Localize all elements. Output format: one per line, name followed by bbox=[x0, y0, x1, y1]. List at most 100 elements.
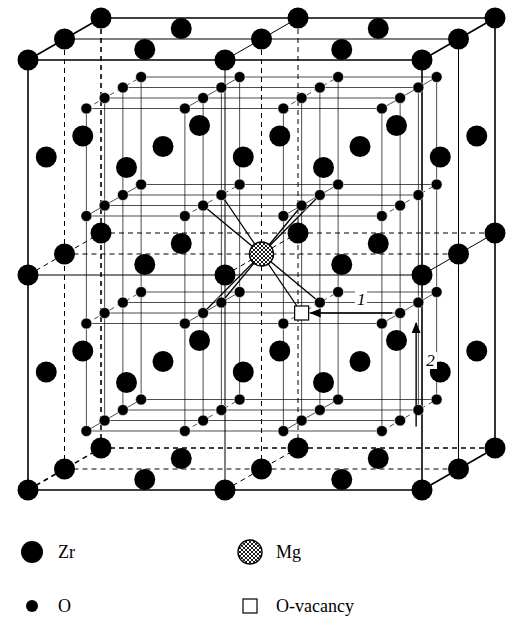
zr-atom bbox=[72, 341, 93, 362]
o-atom bbox=[117, 297, 128, 308]
zr-atom bbox=[116, 157, 137, 178]
oxygen-cube-line bbox=[221, 88, 222, 411]
zr-atom bbox=[448, 244, 469, 265]
zr-atom bbox=[91, 223, 112, 244]
cube-edge bbox=[28, 448, 101, 490]
oxygen-cube-line bbox=[239, 77, 240, 400]
o-atom bbox=[198, 200, 209, 211]
callout-number: 2 bbox=[424, 352, 437, 369]
o-vacancy bbox=[295, 306, 309, 320]
o-atom bbox=[99, 93, 110, 104]
o-atom bbox=[81, 426, 92, 437]
oxygen-cube-line bbox=[105, 205, 401, 206]
cube-edge bbox=[28, 18, 101, 60]
o-atom bbox=[117, 190, 128, 201]
o-atom bbox=[431, 179, 442, 190]
zr-atom bbox=[485, 438, 506, 459]
zr-atom bbox=[485, 223, 506, 244]
oxygen-cube-line bbox=[185, 185, 240, 217]
oxygen-cube-line bbox=[203, 98, 204, 421]
zr-atom bbox=[466, 126, 487, 147]
jump-arrow bbox=[311, 312, 393, 313]
oxygen-cube-line bbox=[141, 77, 437, 78]
zr-atom bbox=[215, 50, 236, 71]
oxygen-cube-line bbox=[381, 109, 382, 432]
o-atom bbox=[136, 179, 147, 190]
zr-atom bbox=[189, 115, 210, 136]
o-atom bbox=[198, 415, 209, 426]
zr-atom bbox=[485, 8, 506, 29]
oxygen-cube-line bbox=[382, 292, 437, 324]
oxygen-cube-line bbox=[283, 400, 338, 432]
oxygen-cube-line bbox=[122, 88, 123, 411]
o-atom bbox=[314, 190, 325, 201]
o-atom bbox=[179, 318, 190, 329]
cube-edge bbox=[422, 18, 495, 60]
oxygen-cube-line bbox=[283, 292, 338, 324]
o-atom bbox=[198, 93, 209, 104]
zr-atom bbox=[134, 254, 155, 275]
zr-atom bbox=[153, 136, 174, 157]
zr-atom bbox=[36, 362, 57, 383]
o-atom bbox=[216, 297, 227, 308]
o-atom bbox=[81, 318, 92, 329]
o-atom bbox=[117, 82, 128, 93]
o-atom bbox=[278, 318, 289, 329]
oxygen-cube-line bbox=[184, 109, 185, 432]
zr-atom bbox=[331, 39, 352, 60]
o-atom bbox=[234, 179, 245, 190]
o-atom bbox=[179, 426, 190, 437]
oxygen-cube-line bbox=[382, 185, 437, 217]
zr-atom bbox=[18, 50, 39, 71]
zr-atom bbox=[134, 39, 155, 60]
oxygen-cube-line bbox=[86, 431, 382, 432]
o-atom bbox=[234, 287, 245, 298]
oxygen-cube-line bbox=[105, 98, 401, 99]
zr-atom bbox=[269, 341, 290, 362]
zr-atom bbox=[313, 157, 334, 178]
o-atom bbox=[136, 72, 147, 83]
zr-atom bbox=[368, 448, 389, 469]
zr-atom bbox=[466, 341, 487, 362]
o-atom bbox=[99, 200, 110, 211]
oxygen-cube-line bbox=[86, 109, 87, 432]
legend-vacancy-symbol bbox=[243, 599, 257, 613]
oxygen-cube-line bbox=[86, 77, 141, 109]
oxygen-cube-line bbox=[86, 185, 141, 217]
zr-atom bbox=[215, 480, 236, 501]
o-atom bbox=[136, 394, 147, 405]
oxygen-cube-line bbox=[86, 216, 382, 217]
o-atom bbox=[278, 211, 289, 222]
legend-label: Zr bbox=[58, 543, 75, 561]
o-atom bbox=[296, 415, 307, 426]
zr-atom bbox=[386, 330, 407, 351]
oxygen-cube-line bbox=[283, 109, 284, 432]
callout-number: 1 bbox=[355, 291, 368, 308]
zr-atom bbox=[448, 459, 469, 480]
zr-atom bbox=[313, 372, 334, 393]
zr-atom bbox=[251, 459, 272, 480]
zr-atom bbox=[448, 29, 469, 50]
zr-atom bbox=[54, 459, 75, 480]
o-atom bbox=[395, 415, 406, 426]
oxygen-cube-line bbox=[338, 77, 339, 400]
zr-atom bbox=[91, 438, 112, 459]
cell-line bbox=[422, 233, 495, 275]
o-atom bbox=[333, 394, 344, 405]
oxygen-cube-line bbox=[141, 292, 437, 293]
o-atom bbox=[413, 82, 424, 93]
o-atom bbox=[81, 211, 92, 222]
mg-atom bbox=[250, 242, 274, 266]
oxygen-cube-line bbox=[283, 185, 338, 217]
oxygen-cube-line bbox=[400, 98, 401, 421]
oxygen-cube-line bbox=[123, 87, 419, 88]
oxygen-cube-line bbox=[141, 184, 437, 185]
oxygen-cube-line bbox=[86, 400, 141, 432]
o-atom bbox=[376, 211, 387, 222]
zr-atom bbox=[116, 372, 137, 393]
zr-atom bbox=[368, 18, 389, 39]
zr-atom bbox=[350, 351, 371, 372]
o-atom bbox=[216, 82, 227, 93]
